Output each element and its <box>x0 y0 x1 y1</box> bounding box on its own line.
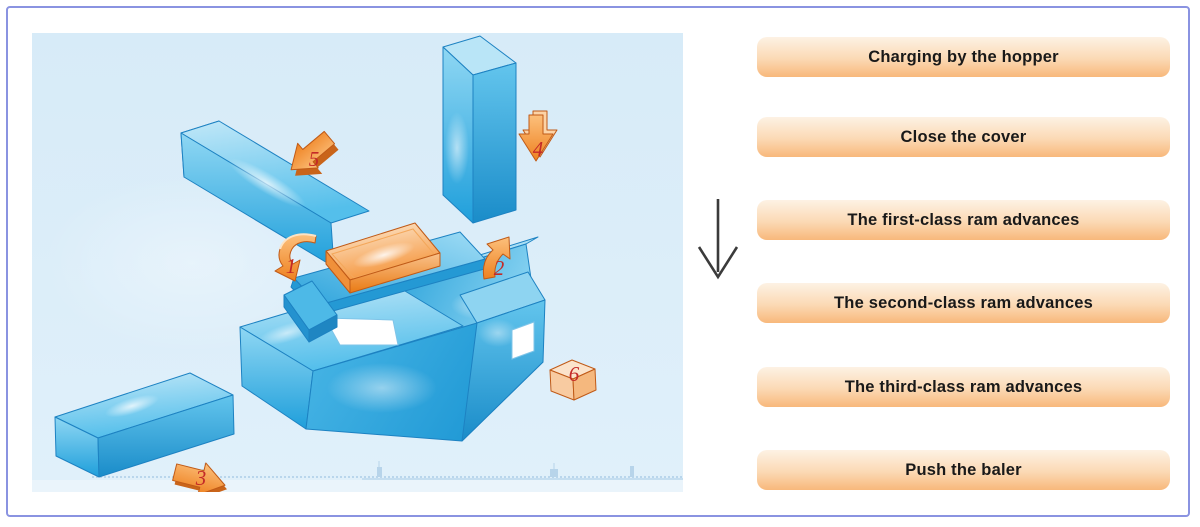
arrow-5-down-left-icon <box>290 130 339 176</box>
step-button-1[interactable]: Charging by the hopper <box>757 37 1170 77</box>
step-number-5: 5 <box>309 147 320 171</box>
step-number-3: 3 <box>195 466 207 490</box>
step-number-4: 4 <box>533 137 544 161</box>
step-number-1: 1 <box>286 254 297 278</box>
arrow-1-curved-icon <box>274 233 317 282</box>
step-button-5[interactable]: The third-class ram advances <box>757 367 1170 407</box>
lid-hinge-block <box>283 280 338 343</box>
outer-frame <box>6 6 1190 517</box>
step-button-2[interactable]: Close the cover <box>757 117 1170 157</box>
arrow-3-right-icon <box>172 462 227 499</box>
baler-exploded-diagram: 1 2 3 4 5 6 <box>32 33 683 499</box>
step-number-2: 2 <box>494 256 505 280</box>
hopper-column <box>442 35 517 224</box>
bale-block <box>325 222 441 294</box>
bale-out-cube <box>549 359 597 401</box>
arrow-4-down-icon <box>518 110 558 162</box>
flow-down-arrow-icon <box>697 199 739 280</box>
outlet-window <box>511 321 535 360</box>
step-button-4[interactable]: The second-class ram advances <box>757 283 1170 323</box>
top-opening <box>324 317 399 346</box>
top-ram-beam <box>180 120 370 268</box>
step-button-3[interactable]: The first-class ram advances <box>757 200 1170 240</box>
step-button-6[interactable]: Push the baler <box>757 450 1170 490</box>
outlet-cap <box>459 271 546 442</box>
baler-diagram-panel: 1 2 3 4 5 6 <box>32 33 683 499</box>
step-number-6: 6 <box>569 362 580 386</box>
bottom-push-beam <box>54 372 235 478</box>
arrow-2-curved-icon <box>482 236 511 280</box>
